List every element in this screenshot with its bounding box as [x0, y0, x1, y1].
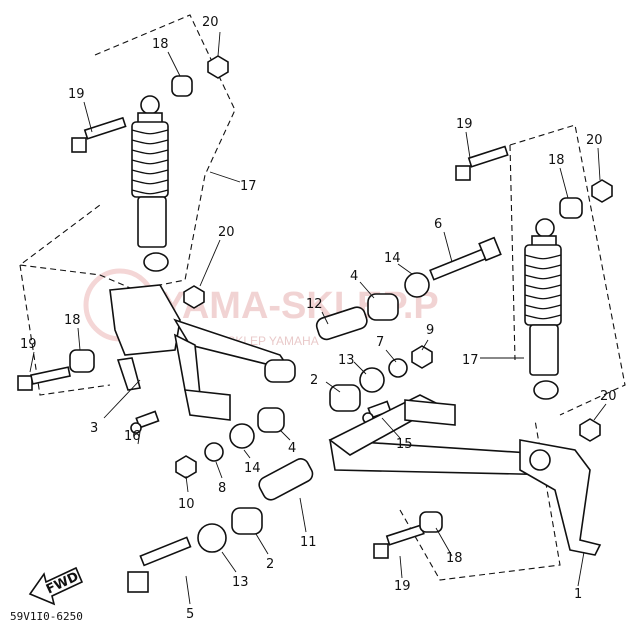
callout-11: 11: [300, 535, 317, 550]
leader-lines: [29, 31, 607, 605]
callout-19: 19: [68, 87, 85, 102]
callout-18: 18: [446, 551, 463, 566]
collar-18-top-right: [559, 197, 583, 219]
nut-20-right: [579, 418, 601, 442]
callout-19: 19: [20, 337, 37, 352]
callout-19: 19: [394, 579, 411, 594]
right-bottom-frame: [399, 419, 561, 581]
collar-18-left: [69, 349, 95, 373]
callout-14: 14: [244, 461, 261, 476]
nut-20-left: [183, 285, 205, 309]
group-frames: [18, 14, 626, 581]
callout-20: 20: [600, 389, 617, 404]
collar-4-left: [257, 407, 285, 433]
collar-4-right: [367, 293, 399, 321]
callout-5: 5: [186, 607, 194, 622]
callout-16: 16: [124, 429, 141, 444]
nut-10: [175, 455, 197, 479]
callout-12: 12: [306, 297, 323, 312]
callout-4: 4: [288, 441, 296, 456]
callout-7: 7: [376, 335, 384, 350]
callout-2: 2: [266, 557, 274, 572]
bolt-5: [127, 536, 192, 593]
collar-18-top-left: [171, 75, 193, 97]
right-a-arm: [328, 394, 602, 556]
collar-18-bottom-right: [419, 511, 443, 533]
callout-3: 3: [90, 421, 98, 436]
callout-18: 18: [64, 313, 81, 328]
left-lower-frame: [19, 264, 111, 396]
callout-9: 9: [426, 323, 434, 338]
callout-20: 20: [202, 15, 219, 30]
callout-18: 18: [152, 37, 169, 52]
diagram-code: 59V1I0-6250: [10, 610, 83, 623]
callout-1: 1: [574, 587, 582, 602]
callout-13: 13: [232, 575, 249, 590]
sleeve-11: [258, 458, 314, 501]
bolt-19-bottom-right: [373, 524, 425, 559]
fwd-arrow-icon: FWD: [28, 566, 84, 606]
callout-17: 17: [240, 179, 257, 194]
left-shock-frame: [18, 14, 236, 291]
sleeve-12: [315, 306, 368, 341]
callout-numbers: 20 18 19 17 20 18 19 3 16 10 8 14 4 11 2…: [20, 15, 617, 622]
callout-6: 6: [434, 217, 442, 232]
right-lower-frame: [509, 144, 516, 361]
nut-20-top-left: [207, 55, 229, 79]
callout-2: 2: [310, 373, 318, 388]
callout-19: 19: [456, 117, 473, 132]
callout-8: 8: [218, 481, 226, 496]
nut-9: [411, 345, 433, 369]
bolt-19-left: [17, 366, 71, 391]
bushing-14-left: [229, 423, 255, 449]
bolt-6: [429, 236, 502, 281]
callout-14: 14: [384, 251, 401, 266]
callout-4: 4: [350, 269, 358, 284]
bolt-19-top-right: [455, 145, 509, 181]
bolts: [17, 116, 509, 593]
callout-20: 20: [586, 133, 603, 148]
callout-17: 17: [462, 353, 479, 368]
grease-nipple-16: [130, 410, 160, 434]
callout-18: 18: [548, 153, 565, 168]
right-shock-absorber: [524, 218, 562, 400]
right-shock-frame: [509, 124, 626, 416]
nut-20-top-right: [591, 179, 613, 203]
washer-8: [204, 442, 224, 462]
collar-2-right: [329, 384, 361, 412]
callout-10: 10: [178, 497, 195, 512]
left-shock-absorber: [131, 95, 169, 272]
seal-13-left: [197, 523, 227, 553]
callout-15: 15: [396, 437, 413, 452]
left-a-arm: [109, 284, 296, 421]
callout-13: 13: [338, 353, 355, 368]
bushing-14-right: [404, 272, 430, 298]
bolt-19-top-left: [71, 116, 127, 153]
callout-20: 20: [218, 225, 235, 240]
collar-2-left: [231, 507, 263, 535]
washer-7: [388, 358, 408, 378]
